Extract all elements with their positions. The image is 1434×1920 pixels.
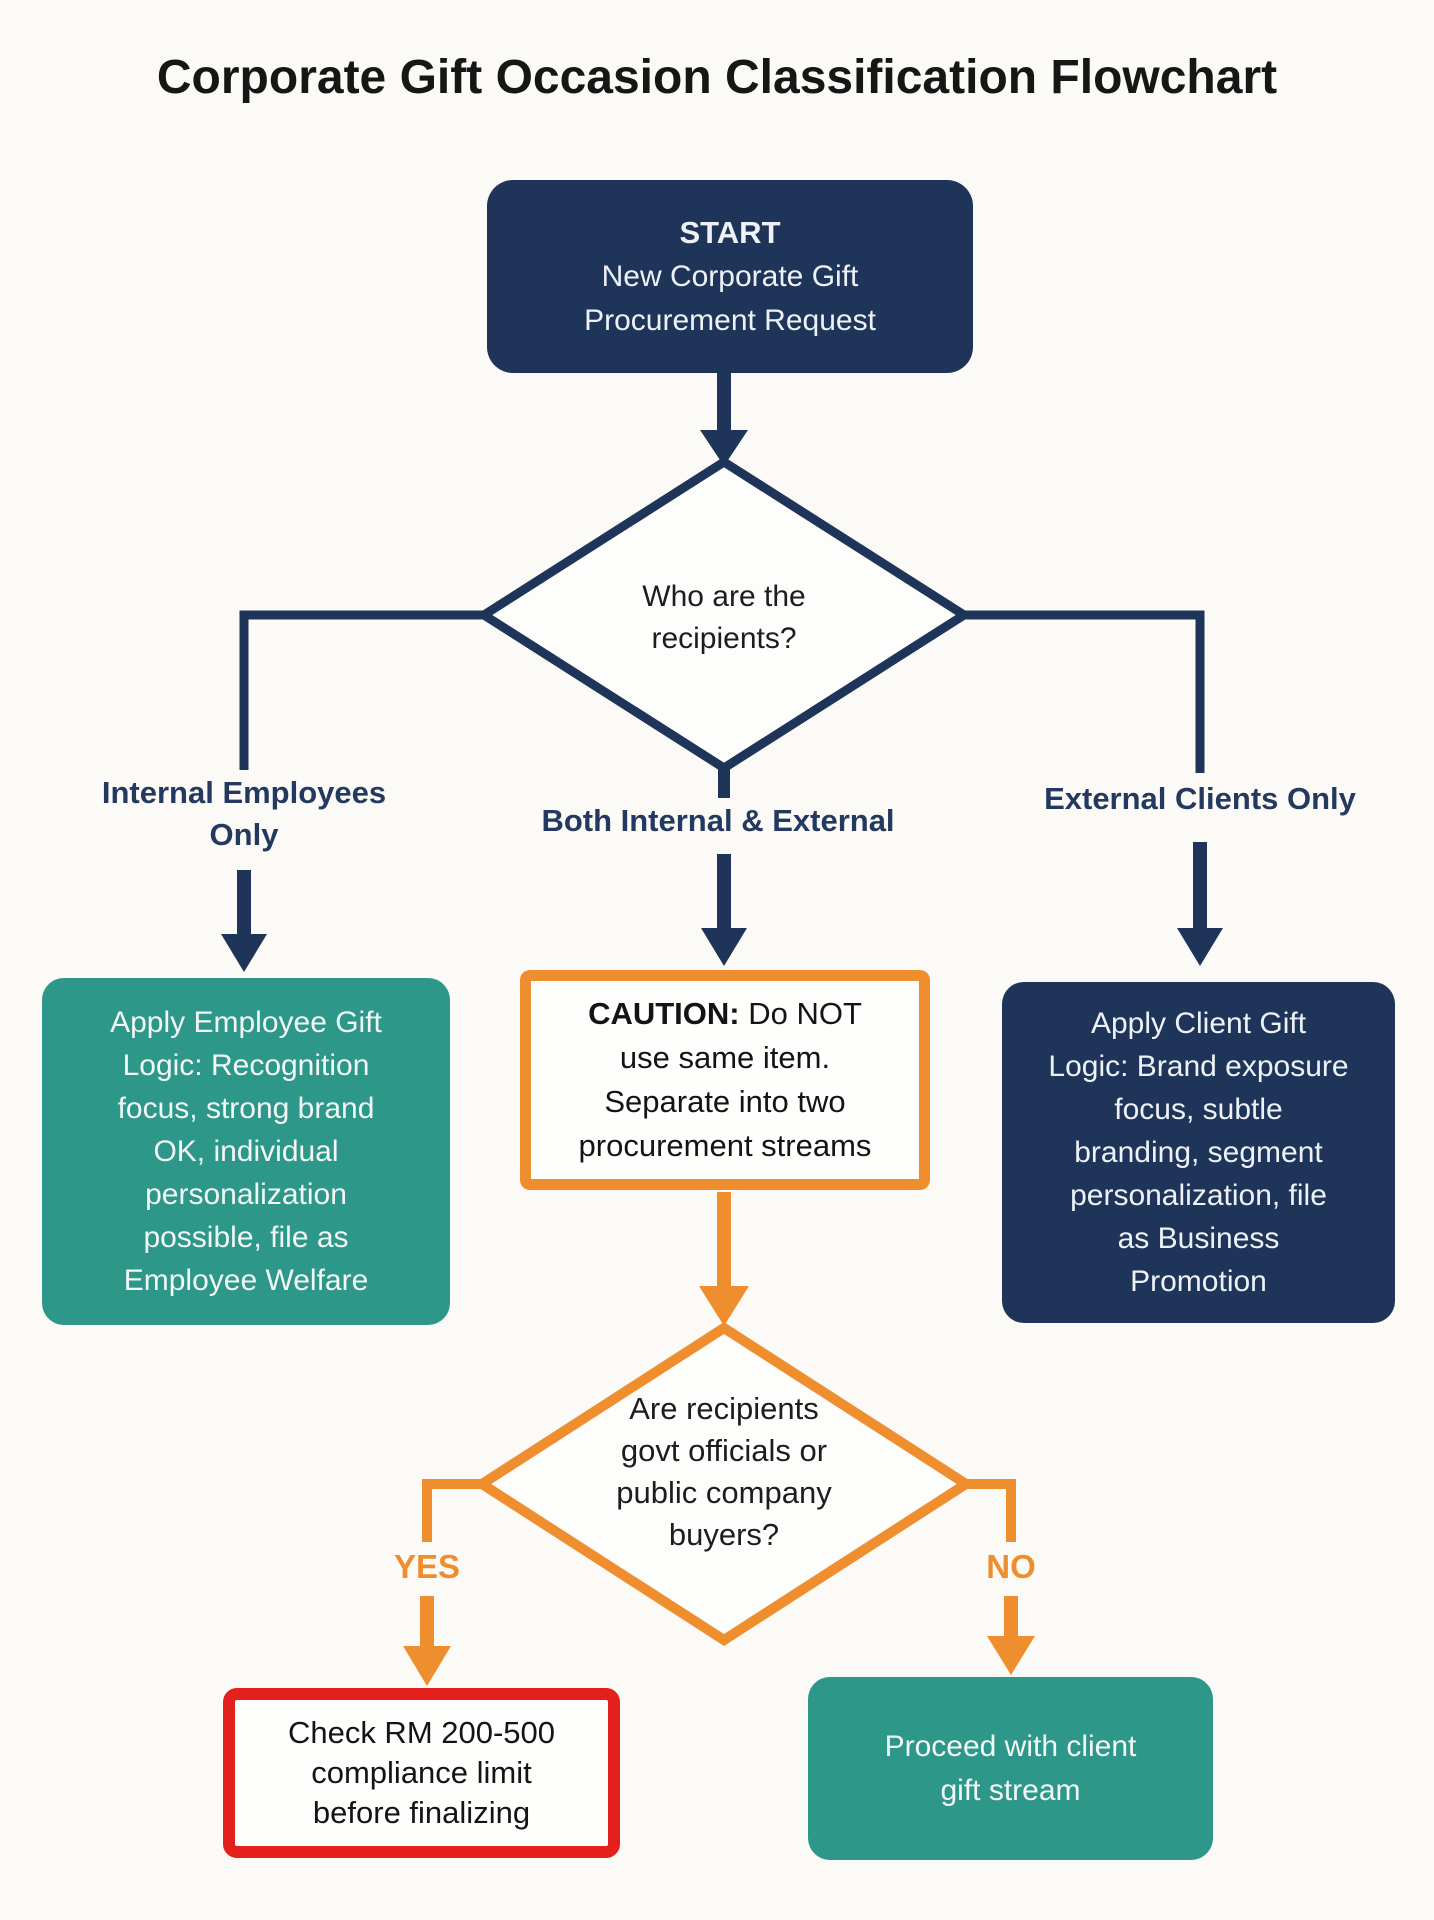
yes-label: YES <box>393 1548 461 1585</box>
arrowhead-no <box>987 1636 1035 1675</box>
arrowhead-caution <box>699 1286 749 1326</box>
recipients-decision-text: Who are the recipients? <box>642 580 806 655</box>
branch-label-external: External Clients Only <box>1044 781 1356 816</box>
arrowhead-internal <box>221 934 267 972</box>
start-heading: START <box>679 214 781 250</box>
connector-external-branch <box>964 610 1205 773</box>
arrowhead-yes <box>403 1646 451 1686</box>
employee-logic-node: Apply Employee Gift Logic: Recognition f… <box>42 978 450 1325</box>
arrowhead-start-to-recipients <box>700 430 748 466</box>
page-title: Corporate Gift Occasion Classification F… <box>156 51 1278 104</box>
branch-label-internal: Internal Employees Only <box>101 775 387 852</box>
start-node: START New Corporate Gift Procurement Req… <box>487 180 973 373</box>
start-line: Procurement Request <box>584 303 876 337</box>
caution-node: CAUTION: Do NOT use same item. Separate … <box>520 970 930 1190</box>
connector-internal-branch <box>239 610 484 770</box>
compliance-decision-diamond <box>472 1322 976 1646</box>
branch-label-both: Both Internal & External <box>541 803 895 838</box>
connector-no-branch <box>966 1479 1016 1542</box>
connector-yes-branch <box>422 1479 482 1542</box>
compliance-check-node: Check RM 200-500 compliance limit before… <box>223 1688 620 1858</box>
compliance-decision-text: Are recipients govt officials or public … <box>616 1391 832 1552</box>
caution-bold: CAUTION: <box>588 996 740 1031</box>
arrowhead-both <box>701 928 747 966</box>
arrowhead-external <box>1177 928 1223 966</box>
caution-line-1: CAUTION: Do NOT <box>588 996 862 1031</box>
no-label: NO <box>986 1548 1036 1585</box>
client-logic-node: Apply Client Gift Logic: Brand exposure … <box>1002 982 1395 1323</box>
proceed-node: Proceed with client gift stream <box>808 1677 1213 1860</box>
start-line: New Corporate Gift <box>601 259 859 293</box>
